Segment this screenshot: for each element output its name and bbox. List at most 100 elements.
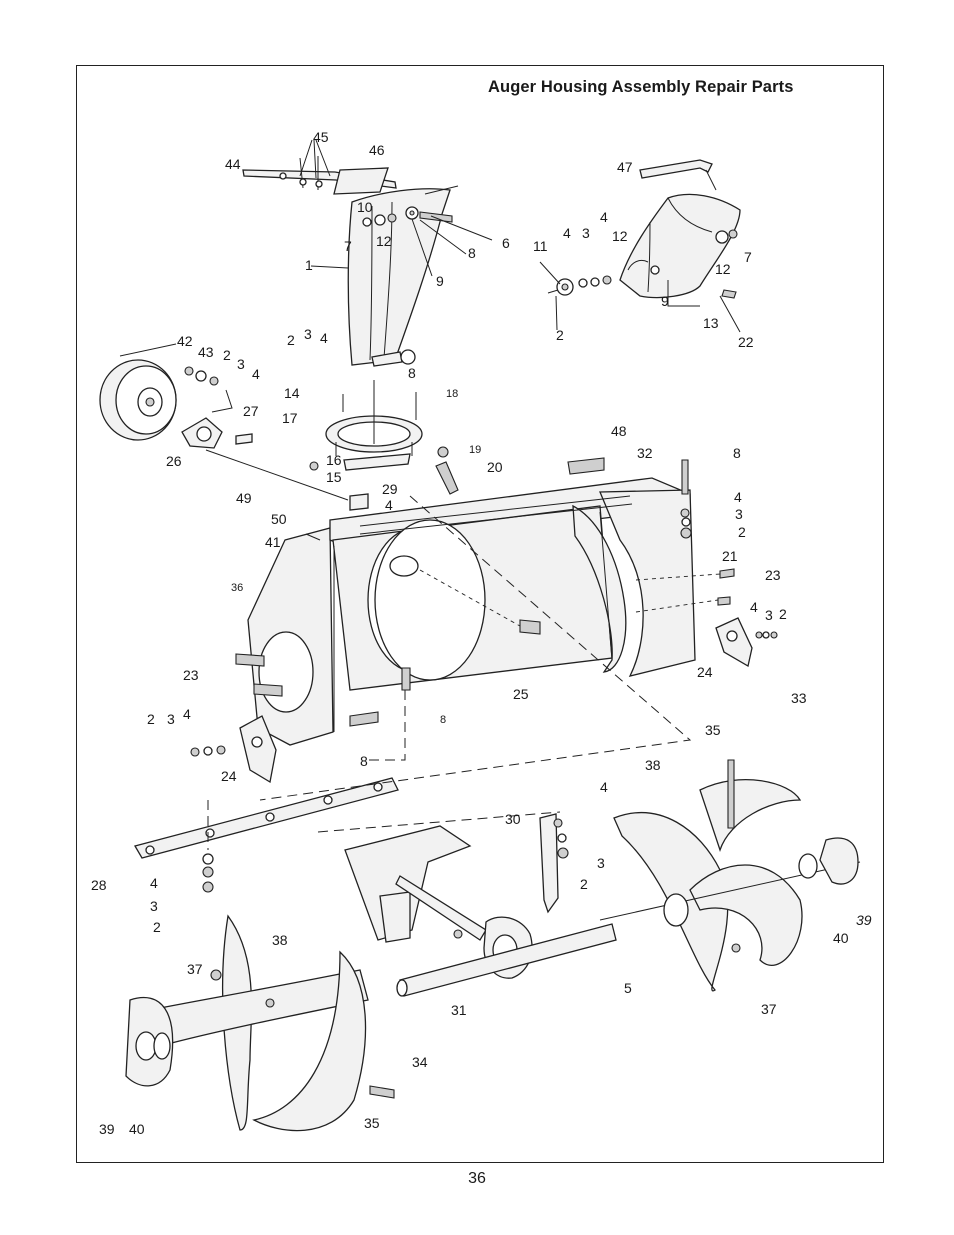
part-callout-28: 28 [91, 877, 107, 893]
part-callout-46: 46 [369, 142, 385, 158]
part-callout-3: 3 [237, 356, 245, 372]
part-callout-47: 47 [617, 159, 633, 175]
part-callout-23: 23 [183, 667, 199, 683]
part-callout-4: 4 [600, 779, 608, 795]
part-callout-2: 2 [147, 711, 155, 727]
part-callout-38: 38 [645, 757, 661, 773]
part-callout-12: 12 [715, 261, 731, 277]
part-callout-3: 3 [735, 506, 743, 522]
part-callout-24: 24 [221, 768, 237, 784]
part-callout-40: 40 [129, 1121, 145, 1137]
part-callout-1: 1 [305, 257, 313, 273]
part-callout-25: 25 [513, 686, 529, 702]
part-callout-10: 10 [357, 199, 373, 215]
skid-shoe-right [716, 618, 777, 666]
part-callout-8: 8 [440, 714, 446, 726]
chute-handle [640, 160, 716, 190]
part-callout-8: 8 [360, 753, 368, 769]
part-callout-2: 2 [223, 347, 231, 363]
part-callout-37: 37 [187, 961, 203, 977]
part-callout-8: 8 [468, 245, 476, 261]
part-callout-4: 4 [150, 875, 158, 891]
part-callout-13: 13 [703, 315, 719, 331]
part-callout-4: 4 [563, 225, 571, 241]
part-callout-31: 31 [451, 1002, 467, 1018]
part-callout-19: 19 [469, 444, 481, 456]
pulley-hardware [185, 367, 232, 412]
auger-right [600, 760, 860, 991]
part-callout-9: 9 [436, 273, 444, 289]
part-callout-50: 50 [271, 511, 287, 527]
bearing-flange [182, 418, 348, 500]
part-callout-42: 42 [177, 333, 193, 349]
part-callout-26: 26 [166, 453, 182, 469]
part-callout-4: 4 [252, 366, 260, 382]
part-callout-7: 7 [344, 238, 352, 254]
part-callout-39: 39 [856, 912, 872, 928]
part-callout-2: 2 [580, 876, 588, 892]
part-callout-39: 39 [99, 1121, 115, 1137]
part-callout-4: 4 [385, 497, 393, 513]
part-callout-33: 33 [791, 690, 807, 706]
part-callout-43: 43 [198, 344, 214, 360]
part-callout-4: 4 [320, 330, 328, 346]
part-callout-14: 14 [284, 385, 300, 401]
auger-pulley [100, 344, 176, 440]
part-callout-3: 3 [597, 855, 605, 871]
part-callout-35: 35 [705, 722, 721, 738]
part-callout-34: 34 [412, 1054, 428, 1070]
part-callout-15: 15 [326, 469, 342, 485]
part-callout-4: 4 [600, 209, 608, 225]
part-callout-11: 11 [533, 238, 548, 254]
part-callout-23: 23 [765, 567, 781, 583]
part-callout-16: 16 [326, 452, 342, 468]
part-callout-4: 4 [734, 489, 742, 505]
part-callout-20: 20 [487, 459, 503, 475]
part-callout-2: 2 [153, 919, 161, 935]
part-callout-22: 22 [738, 334, 754, 350]
part-callout-2: 2 [287, 332, 295, 348]
part-callout-4: 4 [183, 706, 191, 722]
page-number: 36 [0, 1170, 954, 1188]
part-callout-37: 37 [761, 1001, 777, 1017]
part-callout-36: 36 [231, 582, 243, 594]
part-callout-49: 49 [236, 490, 252, 506]
auger-left [126, 916, 394, 1131]
part-callout-38: 38 [272, 932, 288, 948]
part-callout-12: 12 [612, 228, 628, 244]
part-callout-2: 2 [779, 606, 787, 622]
part-callout-24: 24 [697, 664, 713, 680]
part-callout-8: 8 [408, 365, 416, 381]
part-callout-17: 17 [282, 410, 298, 426]
part-callout-8: 8 [733, 445, 741, 461]
part-callout-21: 21 [722, 548, 738, 564]
part-callout-41: 41 [265, 534, 281, 550]
part-callout-9: 9 [661, 293, 669, 309]
part-callout-6: 6 [502, 235, 510, 251]
part-callout-2: 2 [738, 524, 746, 540]
auger-housing [248, 458, 695, 745]
part-callout-7: 7 [744, 249, 752, 265]
chute-extension [620, 194, 740, 297]
part-callout-27: 27 [243, 403, 259, 419]
part-callout-44: 44 [225, 156, 241, 172]
part-callout-5: 5 [624, 980, 632, 996]
part-callout-3: 3 [765, 607, 773, 623]
part-callout-29: 29 [382, 481, 398, 497]
part-callout-4: 4 [750, 599, 758, 615]
part-callout-30: 30 [505, 811, 521, 827]
chute-deflector-plate [334, 168, 388, 194]
part-callout-35: 35 [364, 1115, 380, 1131]
part-callout-18: 18 [446, 388, 458, 400]
part-callout-40: 40 [833, 930, 849, 946]
part-callout-12: 12 [376, 233, 392, 249]
part-callout-32: 32 [637, 445, 653, 461]
part-callout-3: 3 [167, 711, 175, 727]
part-callout-2: 2 [556, 327, 564, 343]
part-callout-45: 45 [313, 129, 329, 145]
part-callout-3: 3 [150, 898, 158, 914]
part-callout-3: 3 [304, 326, 312, 342]
part-callout-3: 3 [582, 225, 590, 241]
part-callout-48: 48 [611, 423, 627, 439]
